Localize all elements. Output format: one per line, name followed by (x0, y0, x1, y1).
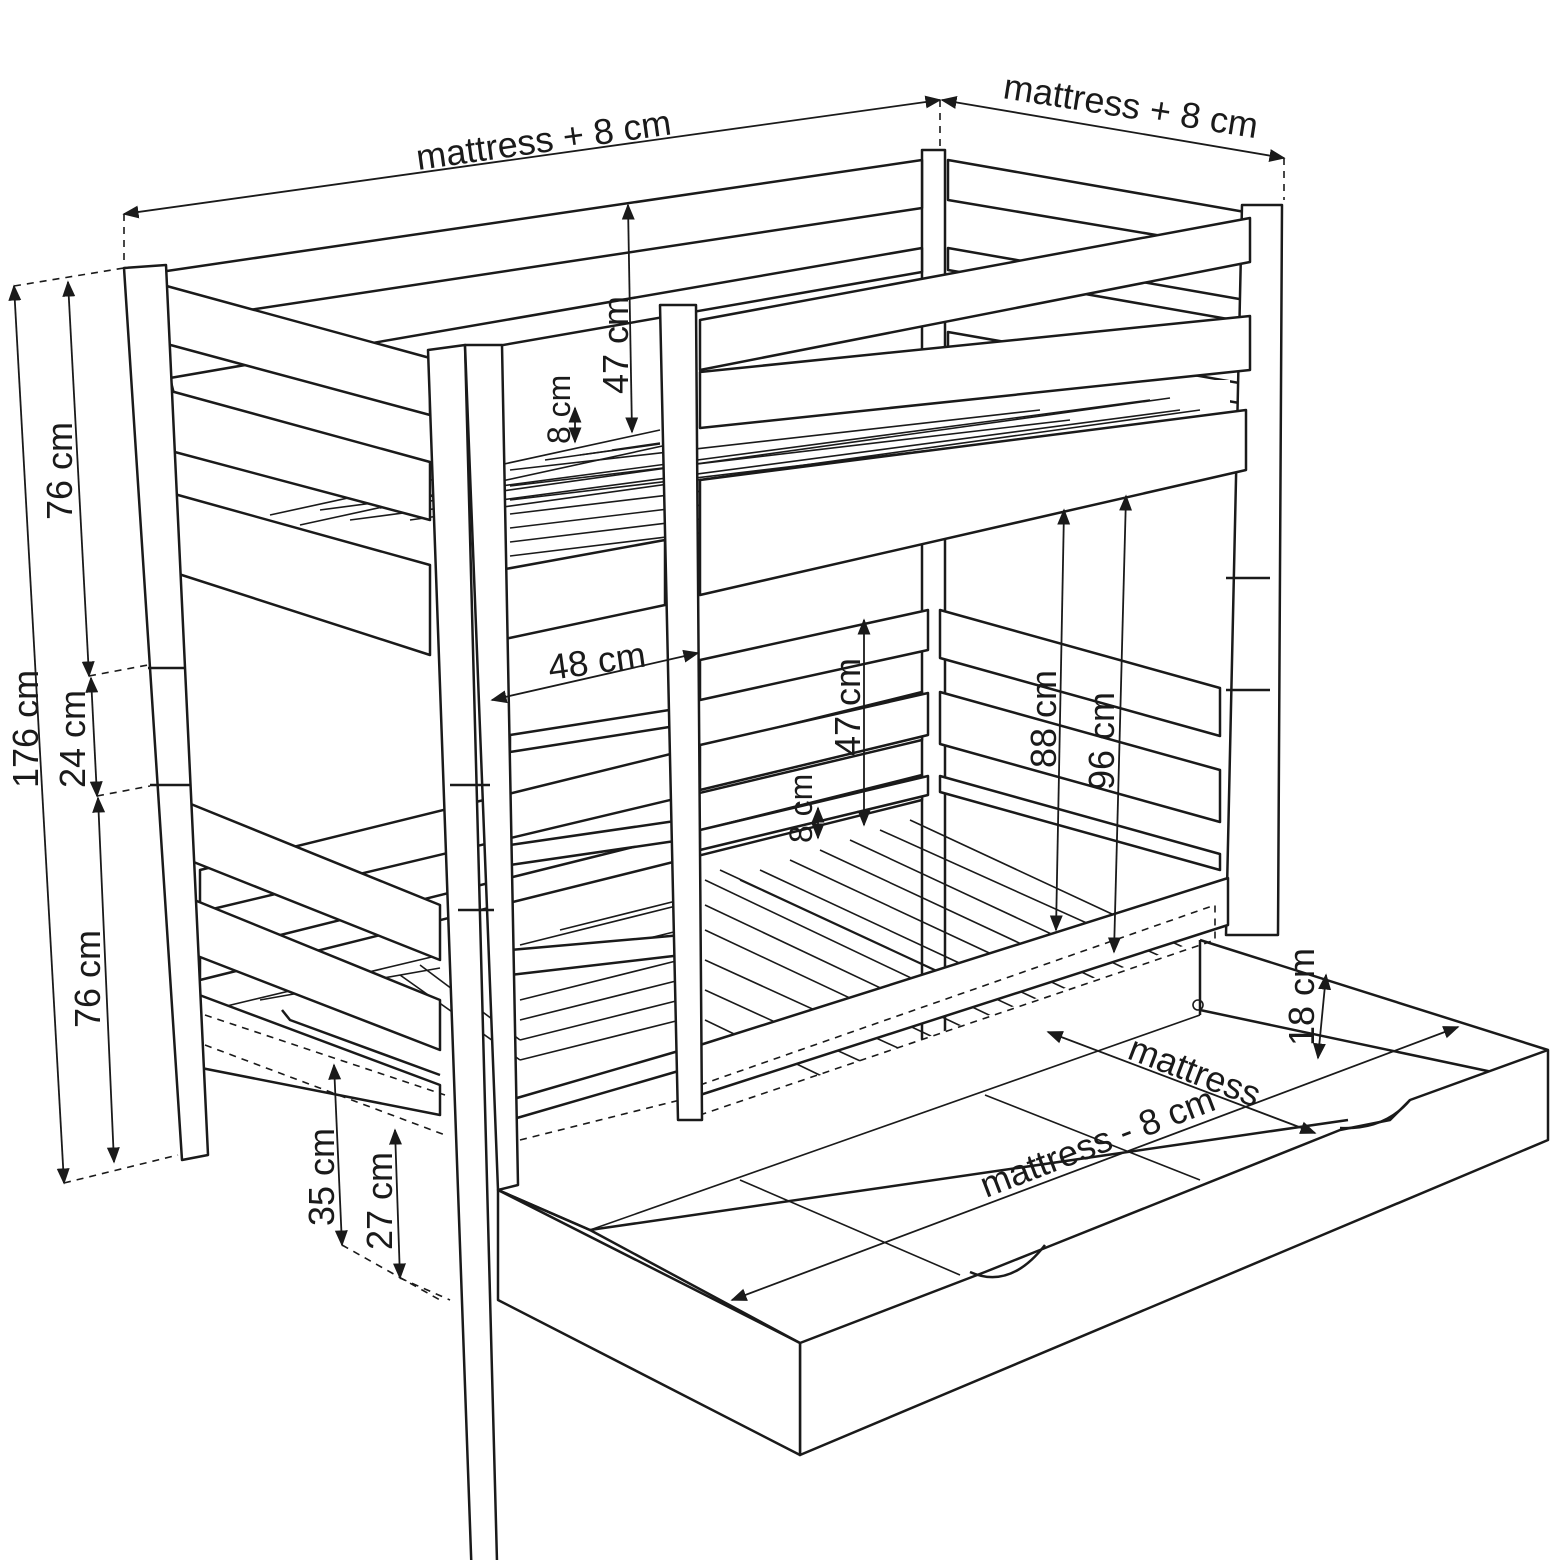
label-lower-rail-height: 47 cm (827, 658, 868, 756)
label-bottom-height-27: 27 cm (359, 1152, 400, 1250)
front-upper-rail-1 (698, 216, 1252, 372)
ladder-rung-4 (508, 1048, 684, 1122)
back-right-post (1224, 203, 1284, 937)
label-total-height: 176 cm (5, 670, 46, 788)
label-lower-section: 76 cm (67, 930, 108, 1028)
label-clearance-88: 88 cm (1023, 670, 1064, 768)
label-lower-rail-gap: 8 cm (783, 774, 819, 843)
front-upper-rail-3 (698, 408, 1248, 597)
label-clearance-96: 96 cm (1081, 692, 1122, 790)
label-gap-section: 24 cm (52, 690, 93, 788)
label-top-width: mattress + 8 cm (1001, 65, 1261, 146)
ladder-right-post (658, 303, 704, 1122)
ladder-rung-1 (508, 706, 684, 754)
front-middle-post-a (426, 343, 499, 1560)
label-upper-section: 76 cm (39, 422, 80, 520)
back-upper-rail-1 (158, 158, 924, 324)
front-upper-rail-2 (698, 314, 1252, 430)
dimension-lines (8, 95, 1460, 1301)
drawer-side-panel (496, 1188, 802, 1457)
label-upper-rail-gap: 8 cm (541, 375, 577, 444)
front-middle-post-b (463, 343, 520, 1192)
front-frame (122, 216, 1252, 1560)
label-bottom-height-35: 35 cm (301, 1128, 342, 1226)
label-drawer-height: 18 cm (1281, 948, 1322, 1046)
label-ladder-width: 48 cm (545, 634, 648, 688)
front-lower-rail-1 (698, 608, 930, 702)
label-upper-rail-height: 47 cm (595, 296, 636, 394)
label-top-length: mattress + 8 cm (413, 102, 673, 178)
trundle-drawer (496, 938, 1550, 1457)
front-left-post (122, 263, 210, 1162)
